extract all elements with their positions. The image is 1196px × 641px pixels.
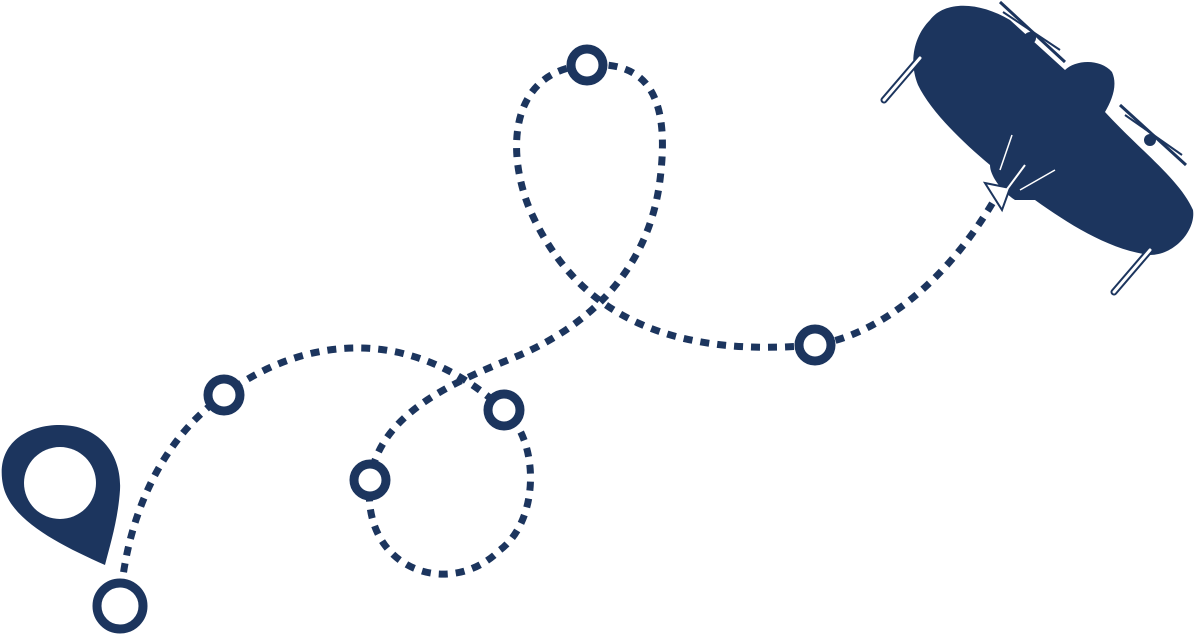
waypoint-2[interactable] xyxy=(203,374,245,416)
flight-route-dashed-line xyxy=(116,61,1004,607)
vtol-drone-icon xyxy=(880,0,1194,296)
waypoint-3[interactable] xyxy=(483,389,525,431)
waypoint-6[interactable] xyxy=(794,324,836,366)
waypoints xyxy=(92,44,836,634)
waypoint-1[interactable] xyxy=(92,578,148,634)
map-pin-icon xyxy=(1,425,121,565)
propeller-front xyxy=(998,0,1067,64)
propeller-rear xyxy=(1118,103,1188,167)
waypoint-5[interactable] xyxy=(566,44,608,86)
waypoint-4[interactable] xyxy=(349,459,391,501)
